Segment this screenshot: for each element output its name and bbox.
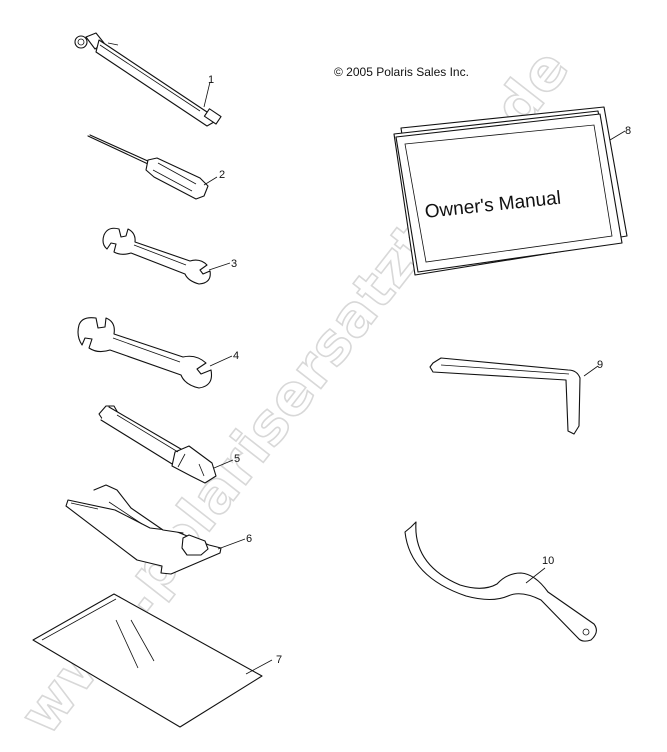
callout-7: 7 bbox=[276, 654, 282, 666]
callout-1: 1 bbox=[208, 74, 214, 86]
callout-10: 10 bbox=[542, 555, 554, 567]
callout-labels: 1 2 3 4 5 6 7 8 9 10 bbox=[208, 74, 631, 666]
part-3-open-end-wrench-small bbox=[102, 227, 231, 285]
part-4-open-end-wrench-large bbox=[77, 317, 233, 389]
copyright-notice: © 2005 Polaris Sales Inc. bbox=[334, 65, 469, 79]
callout-2: 2 bbox=[219, 169, 225, 181]
callout-3: 3 bbox=[231, 258, 237, 270]
callout-5: 5 bbox=[234, 453, 240, 465]
part-1-tire-pressure-gauge bbox=[74, 32, 222, 127]
part-8-owners-manual: Owner's Manual bbox=[393, 106, 628, 276]
callout-6: 6 bbox=[246, 533, 252, 545]
part-10-hook-spanner bbox=[404, 521, 597, 642]
part-6-spanner-tool bbox=[65, 484, 246, 575]
callout-4: 4 bbox=[233, 350, 239, 362]
callout-8: 8 bbox=[625, 125, 631, 137]
part-2-screwdriver bbox=[87, 134, 218, 200]
part-9-hex-key bbox=[429, 357, 599, 435]
callout-9: 9 bbox=[597, 359, 603, 371]
part-5-spark-plug-socket bbox=[98, 405, 234, 484]
part-7-tool-pouch bbox=[32, 593, 273, 728]
